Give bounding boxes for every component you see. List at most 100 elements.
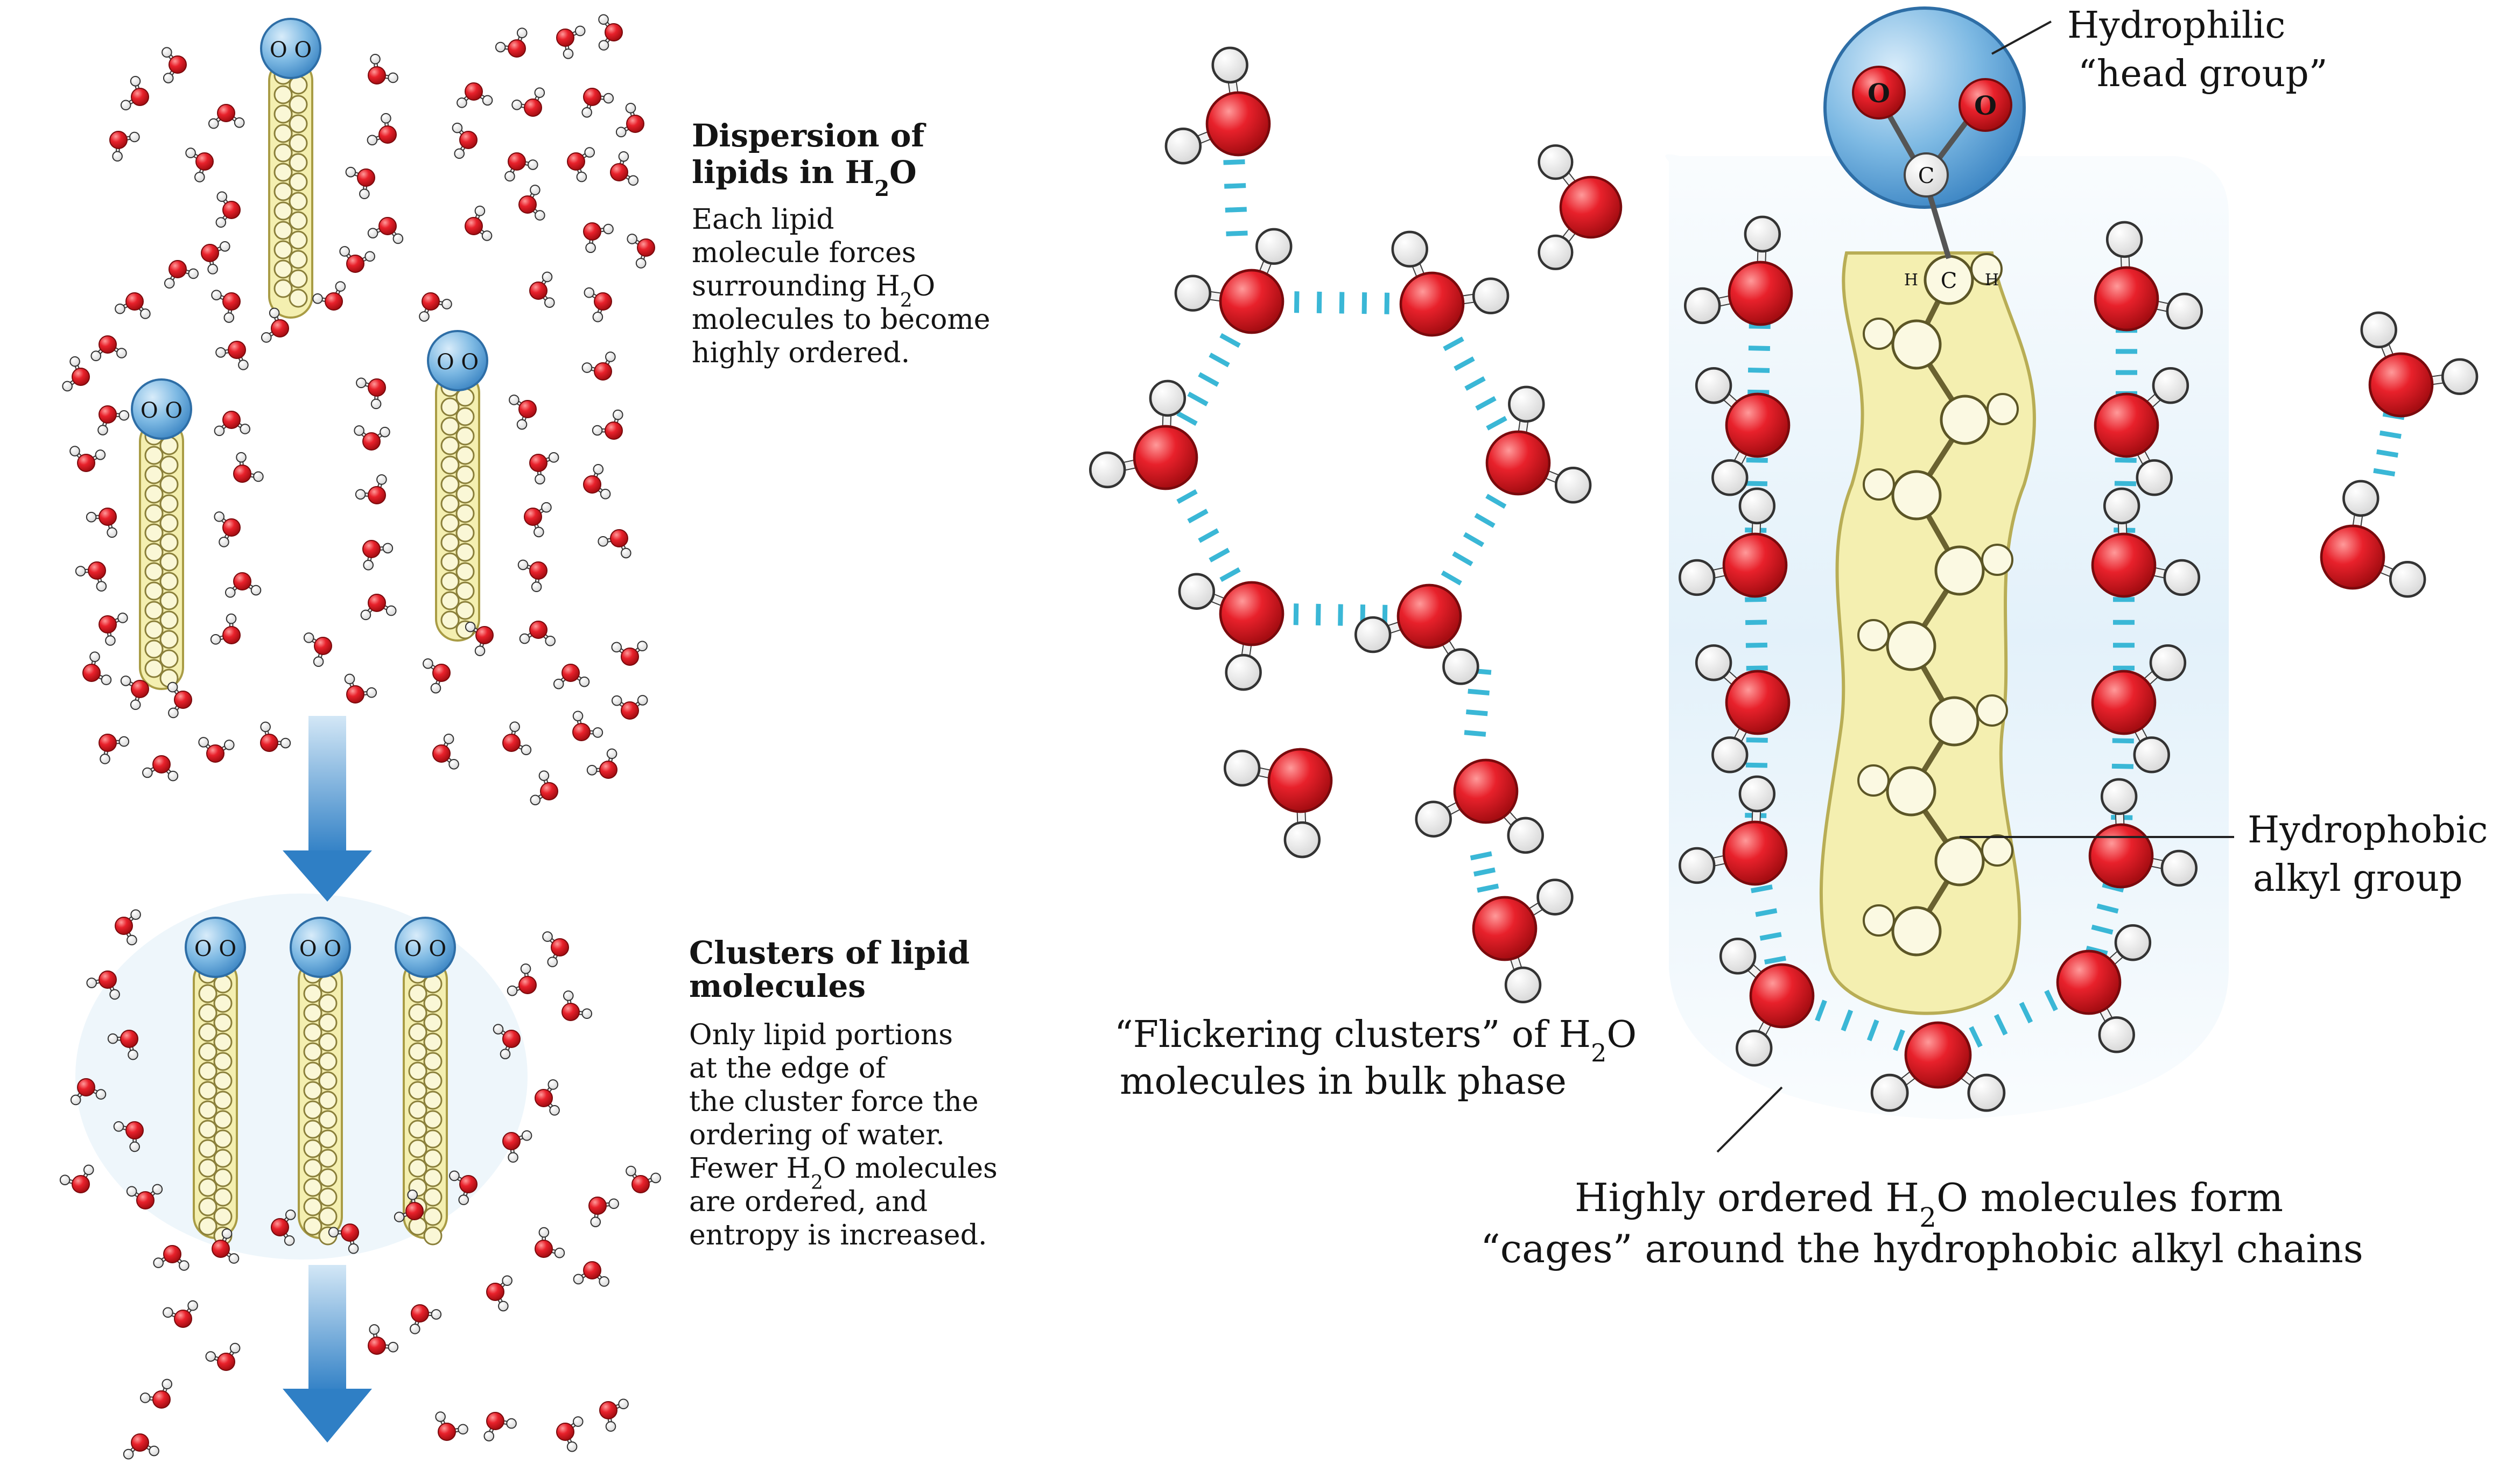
oxygen-atom bbox=[438, 1423, 455, 1440]
oxygen-atom bbox=[411, 1305, 429, 1322]
oxygen-atom bbox=[363, 540, 380, 558]
water-molecule bbox=[505, 153, 537, 181]
water-molecule bbox=[115, 293, 150, 319]
oxygen-atom bbox=[341, 1224, 359, 1241]
hydrogen-atom bbox=[586, 243, 595, 252]
hydrogen-bond-dash bbox=[2374, 470, 2395, 474]
water-molecule bbox=[612, 695, 648, 719]
hydrogen-atom bbox=[1982, 545, 2012, 575]
hydrogen-atom bbox=[444, 734, 454, 744]
oxygen-atom bbox=[562, 664, 579, 681]
hydrogen-atom bbox=[1257, 229, 1291, 264]
oxygen-atom bbox=[503, 1030, 520, 1047]
hydrogen-bond-dash bbox=[1199, 530, 1218, 540]
oxygen-atom bbox=[1398, 585, 1461, 648]
oxygen-atom bbox=[368, 1337, 385, 1354]
hydrogen-atom bbox=[1977, 695, 2007, 726]
oxygen-atom bbox=[379, 126, 396, 143]
hydrogen-atom bbox=[162, 47, 172, 57]
oxygen-atom bbox=[131, 680, 149, 698]
water-molecule bbox=[589, 1197, 619, 1227]
water-molecule bbox=[457, 83, 492, 108]
hydrogen-atom bbox=[619, 152, 629, 161]
hydrogen-atom bbox=[127, 1186, 137, 1196]
dispersion-description: Each lipidmolecule forcessurrounding H2O… bbox=[692, 203, 991, 369]
hydrogen-atom bbox=[587, 765, 597, 775]
hydrogen-atom bbox=[2167, 294, 2202, 328]
hydrogen-atom bbox=[567, 1442, 577, 1452]
hydrogen-atom bbox=[613, 410, 623, 420]
hydrogen-atom bbox=[2343, 481, 2378, 516]
oxygen-atom bbox=[465, 217, 482, 235]
oxygen-atom bbox=[1269, 749, 1331, 812]
hydrogen-atom bbox=[2362, 313, 2396, 347]
hydrogen-atom bbox=[577, 172, 587, 182]
water-molecule bbox=[1539, 145, 1621, 269]
hydrogen-atom-label: H bbox=[1985, 271, 1999, 290]
hydrogen-atom bbox=[432, 1310, 441, 1319]
carbon-atom bbox=[1936, 547, 1983, 594]
oxygen-atom bbox=[551, 939, 568, 956]
hydrogen-atom bbox=[251, 586, 261, 595]
hydrogen-atom bbox=[76, 566, 86, 576]
hydrogen-atom bbox=[346, 167, 356, 177]
hydrogen-atom bbox=[238, 360, 248, 370]
hydrogen-atom bbox=[162, 1380, 172, 1389]
oxygen-atom bbox=[562, 1003, 579, 1021]
hydrogen-atom bbox=[612, 643, 621, 652]
oxygen-atom bbox=[1134, 426, 1197, 489]
hydrogen-atom bbox=[179, 1261, 189, 1270]
oxygen-atom bbox=[126, 1122, 143, 1139]
hydrogen-atom bbox=[505, 172, 515, 181]
water-molecule bbox=[436, 1412, 468, 1440]
hydrogen-atom bbox=[70, 357, 80, 367]
hydrogen-atom bbox=[535, 474, 545, 484]
hydrogen-atom bbox=[599, 1277, 609, 1286]
hydrogen-atom bbox=[87, 978, 96, 988]
hydrogen-atom bbox=[573, 1417, 583, 1426]
hydrogen-atom bbox=[365, 252, 375, 262]
hydrogen-atom bbox=[598, 537, 608, 546]
hydrogen-atom bbox=[377, 475, 387, 484]
oxygen-atom bbox=[535, 1089, 552, 1107]
oxygen-atom bbox=[610, 530, 628, 547]
water-molecule bbox=[115, 910, 141, 945]
oxygen-atom bbox=[573, 723, 590, 741]
hydrogen-atom bbox=[219, 537, 229, 547]
water-molecule bbox=[304, 633, 332, 666]
hydrogen-atom bbox=[548, 1080, 558, 1089]
hydrogen-atom bbox=[118, 613, 128, 623]
process-arrow-1 bbox=[283, 716, 372, 902]
water-molecule bbox=[361, 594, 396, 620]
water-molecule bbox=[211, 614, 240, 644]
hydrogen-atom bbox=[545, 298, 554, 307]
oxygen-atom bbox=[584, 223, 601, 240]
hydrogen-bond-dash bbox=[1455, 358, 1473, 369]
hydrogen-bond-dash bbox=[1748, 370, 1770, 371]
water-molecule bbox=[186, 148, 213, 181]
oxygen-atom bbox=[422, 293, 439, 310]
hydrogen-atom bbox=[543, 272, 552, 282]
oxygen-atom bbox=[524, 508, 542, 525]
water-molecule bbox=[60, 1165, 94, 1193]
oxygen-atom bbox=[99, 616, 116, 633]
hydrogen-atom bbox=[236, 453, 246, 462]
hydrogen-atom bbox=[496, 43, 506, 52]
oxygen-atom bbox=[1207, 93, 1269, 155]
water-molecule bbox=[201, 242, 230, 274]
water-molecule bbox=[584, 465, 610, 499]
hydrogen-atom bbox=[585, 288, 594, 298]
oxygen-atom bbox=[433, 745, 450, 762]
water-molecule bbox=[557, 26, 585, 59]
hydrogen-atom bbox=[304, 633, 314, 643]
hydrogen-bond-dash bbox=[2115, 483, 2136, 484]
water-molecule bbox=[585, 288, 612, 322]
oxygen-atom bbox=[605, 24, 622, 41]
oxygen-atom bbox=[223, 627, 240, 644]
hydrogen-atom bbox=[117, 348, 127, 358]
oxygen-atom bbox=[99, 508, 116, 525]
hydrogen-atom bbox=[547, 957, 557, 967]
oxygen-atom bbox=[2321, 526, 2384, 588]
hydrogen-atom bbox=[120, 411, 129, 420]
description-line: the cluster force the bbox=[689, 1086, 979, 1118]
